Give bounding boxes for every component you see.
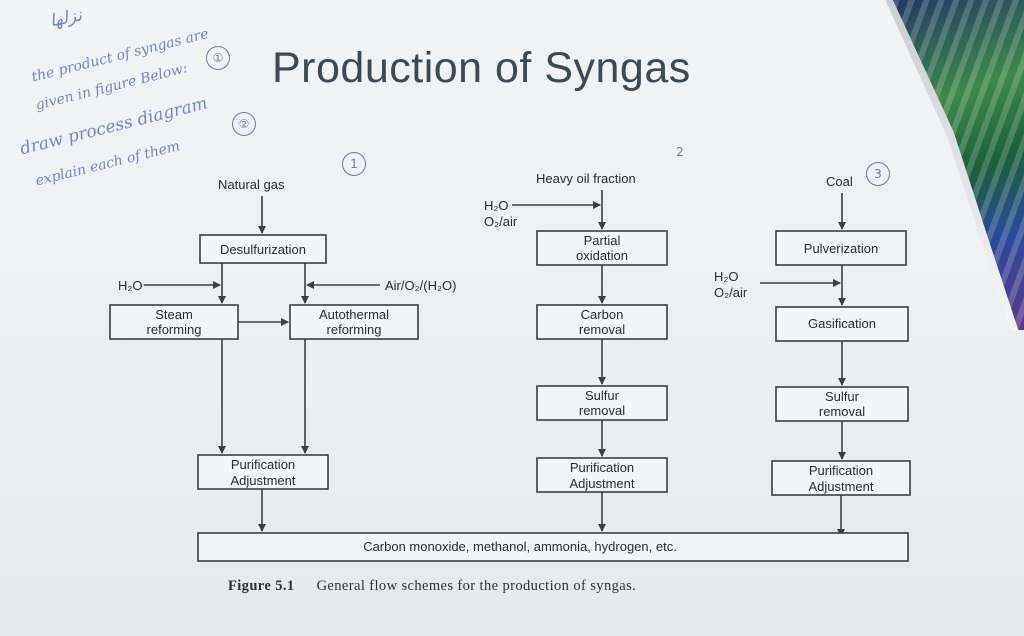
column-marker-3: 3 [866, 162, 890, 186]
box-carbon-removal [536, 304, 668, 340]
box-desulfurization [199, 234, 327, 264]
label-sulfur-removal-2a: Sulfur [585, 388, 620, 403]
input-o2air-2: O₂/air [484, 214, 518, 229]
input-air-o2-h2o: Air/O₂/(H₂O) [385, 278, 456, 293]
box-products [197, 532, 909, 562]
page-title: Production of Syngas [272, 44, 691, 92]
label-carbon-removal-2: removal [579, 322, 625, 337]
input-h2o-3: H₂O [714, 269, 739, 284]
column-marker-1: 1 [342, 152, 366, 176]
box-pulverization [775, 230, 907, 266]
box-sulfur-removal-2 [536, 385, 668, 421]
input-h2o-2: H₂O [484, 198, 509, 213]
label-gasification: Gasification [808, 316, 876, 331]
box-purification-3 [771, 460, 911, 496]
input-natural-gas: Natural gas [218, 177, 285, 192]
label-purification-3a: Purification [809, 463, 873, 478]
figure-label: Figure 5.1 [228, 578, 295, 594]
label-autothermal-1: Autothermal [319, 307, 389, 322]
box-purification-2 [536, 457, 668, 493]
page-marker-1: ① [206, 46, 230, 70]
label-desulfurization: Desulfurization [220, 242, 306, 257]
label-purification-2a: Purification [570, 460, 634, 475]
label-sulfur-removal-3a: Sulfur [825, 389, 860, 404]
label-purification-1b: Adjustment [230, 473, 295, 488]
label-autothermal-2: reforming [327, 322, 382, 337]
figure-caption: Figure 5.1 General flow schemes for the p… [228, 578, 636, 595]
box-gasification [775, 306, 909, 342]
label-purification-3b: Adjustment [808, 479, 873, 494]
box-purification-1 [197, 454, 329, 490]
input-o2air-3: O₂/air [714, 285, 748, 300]
input-coal: Coal [826, 174, 853, 189]
label-products: Carbon monoxide, methanol, ammonia, hydr… [363, 539, 677, 554]
column-marker-2: 2 [676, 145, 684, 159]
box-partial-oxidation [536, 230, 668, 266]
label-pulverization: Pulverization [804, 241, 878, 256]
input-h2o-steam: H₂O [118, 278, 143, 293]
label-carbon-removal-1: Carbon [581, 307, 624, 322]
label-purification-2b: Adjustment [569, 476, 634, 491]
label-partial-ox-2: oxidation [576, 248, 628, 263]
label-steam-reforming-2: reforming [147, 322, 202, 337]
input-heavy-oil: Heavy oil fraction [536, 171, 636, 186]
label-partial-ox-1: Partial [584, 233, 621, 248]
figure-caption-text: General flow schemes for the production … [316, 578, 637, 594]
label-sulfur-removal-3b: removal [819, 404, 865, 419]
box-sulfur-removal-3 [775, 386, 909, 422]
page-marker-2: ② [232, 112, 256, 136]
label-steam-reforming-1: Steam [155, 307, 193, 322]
box-steam-reforming [109, 304, 239, 340]
box-autothermal-reforming [289, 304, 419, 340]
label-sulfur-removal-2b: removal [579, 403, 625, 418]
label-purification-1a: Purification [231, 457, 295, 472]
